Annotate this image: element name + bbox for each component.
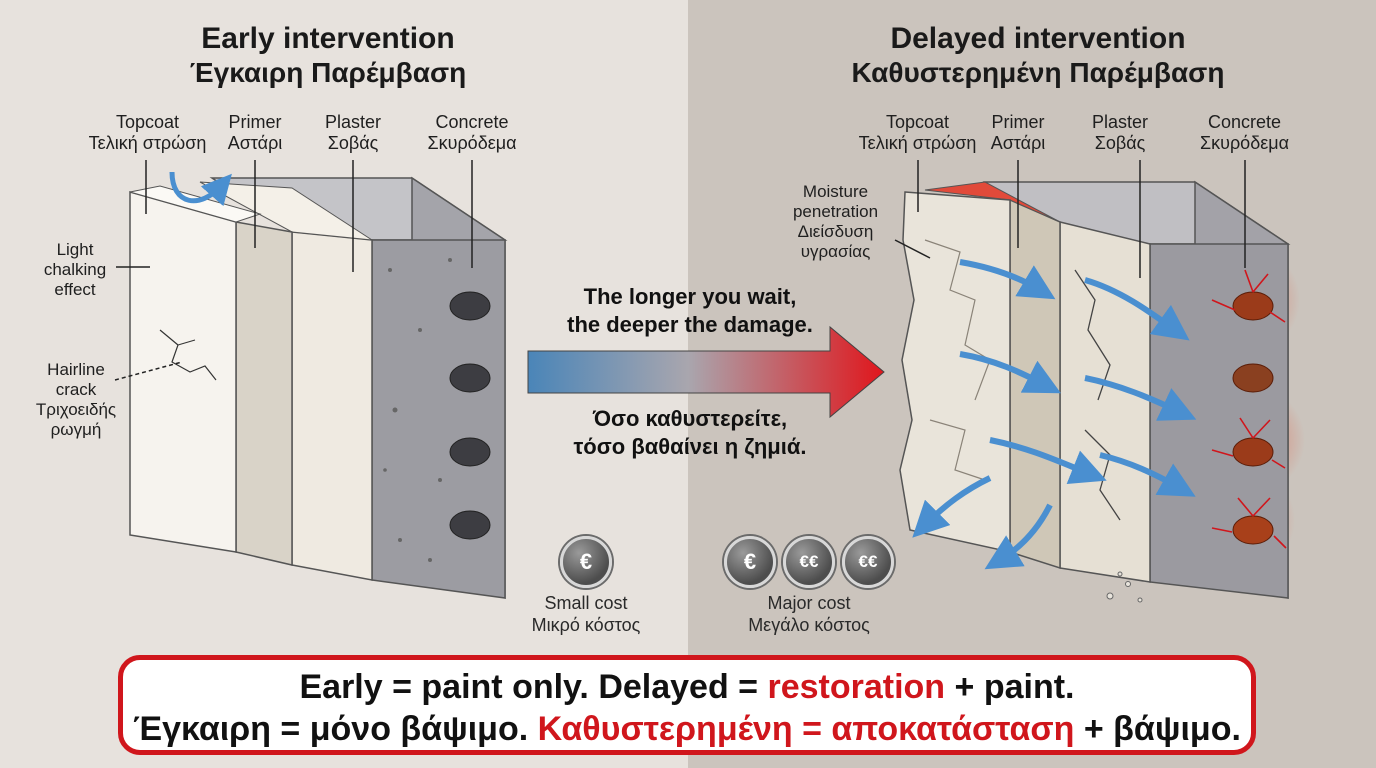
left-title-gr: Έγκαιρη Παρέμβαση	[189, 57, 467, 88]
summary-line-en: Early = paint only. Delayed = restoratio…	[299, 668, 1075, 706]
left-title-en: Early intervention	[201, 22, 455, 55]
summary-line-gr: Έγκαιρη = μόνο βάψιμο. Καθυστερημένη = α…	[133, 710, 1241, 748]
middle-message-en: The longer you wait,the deeper the damag…	[567, 284, 813, 337]
left-wall-section	[114, 160, 508, 600]
middle-message-gr: Όσο καθυστερείτε,τόσο βαθαίνει η ζημιά.	[573, 406, 807, 459]
right-title: Delayed intervention Καθυστερημένη Παρέμ…	[843, 22, 1233, 90]
euro-coin-icon: €	[724, 536, 776, 588]
summary-box: Early = paint only. Delayed = restoratio…	[118, 655, 1256, 755]
right-title-gr: Καθυστερημένη Παρέμβαση	[851, 57, 1225, 88]
right-wall-section	[894, 160, 1305, 603]
euro-coin-icon: €€	[842, 536, 894, 588]
euro-coin-icon: €€	[783, 536, 835, 588]
euro-coin-icon: €	[560, 536, 612, 588]
left-title: Early intervention Έγκαιρη Παρέμβαση	[148, 22, 508, 90]
right-title-en: Delayed intervention	[890, 22, 1186, 55]
big-progress-arrow	[527, 325, 885, 419]
